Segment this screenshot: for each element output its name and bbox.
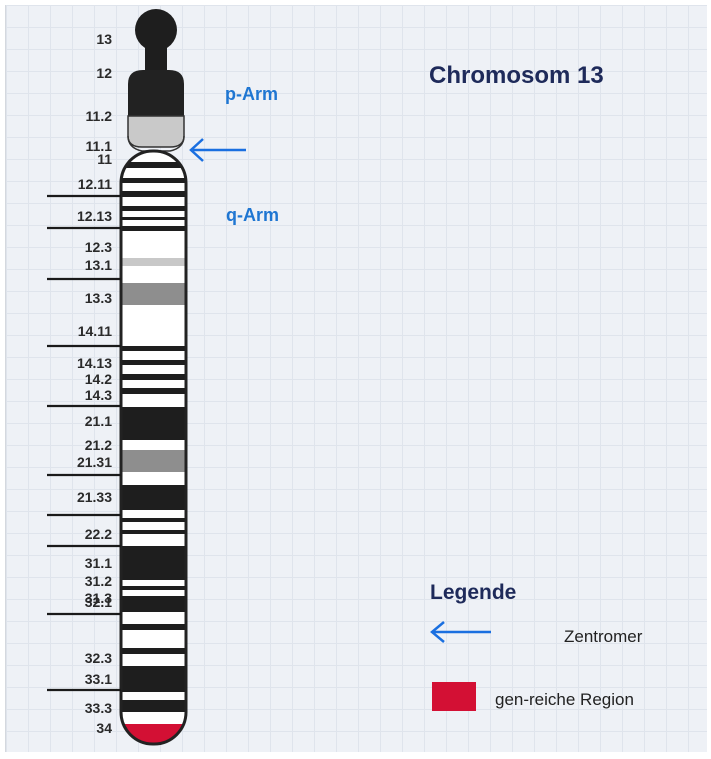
band-label: 22.2 [85,526,112,542]
chromosome-band [121,191,186,197]
p-arm-stalk [145,44,167,74]
chromosome-band [121,450,186,472]
band-label: 32.1 [85,594,112,610]
chromosome-band [121,217,186,220]
chromosome-band [121,586,186,590]
chromosome-band [121,346,186,351]
band-label: 21.1 [85,413,112,429]
chromosome-band [121,624,186,630]
p-arm-band-11-2 [128,70,184,116]
chromosome-band [121,485,186,510]
band-label: 13.1 [85,257,112,273]
legend-arrow-icon [432,622,491,642]
chromosome-band [121,666,186,692]
band-label: 12.3 [85,239,112,255]
q-arm-label: q-Arm [226,205,279,226]
band-label: 32.3 [85,650,112,666]
chromosome-band [121,360,186,365]
band-label: 14.11 [78,323,112,339]
p-arm-band-11-1 [128,116,184,147]
centromere-arrow-icon [191,139,246,161]
band-label: 13.3 [85,290,112,306]
band-label: 14.2 [85,371,112,387]
chromosome-band [121,648,186,654]
band-label: 13 [96,31,112,47]
band-label: 11.2 [86,108,113,124]
band-label: 31.1 [85,555,112,571]
chart-title: Chromosom 13 [429,62,604,90]
legend-title: Legende [430,581,516,605]
band-label: 12.13 [77,208,112,224]
chromosome-band [121,178,186,183]
band-label: 14.3 [85,387,112,403]
chromosome-band [121,283,186,305]
band-label: 21.31 [77,454,112,470]
band-label: 21.33 [77,489,112,505]
band-label: 31.2 [85,573,112,589]
chromosome-band [121,518,186,522]
chromosome-band [121,374,186,380]
band-label: 14.13 [77,355,112,371]
q-arm-body [121,151,186,744]
chromosome-band [121,162,186,168]
p-arm-label: p-Arm [225,84,278,105]
gene-rich-swatch [432,682,476,711]
legend-item-centromere-label: Zentromer [564,627,642,647]
band-label: 11 [97,151,112,167]
chromosome-band [121,407,186,440]
chromosome-band [121,206,186,211]
chromosome-band [121,388,186,394]
band-label: 12 [96,65,112,81]
band-label: 33.1 [85,671,112,687]
chromosome-band [121,546,186,580]
band-label: 12.11 [78,176,112,192]
chromosome-band [121,530,186,534]
chromosome-band [121,700,186,712]
chromosome-band [121,258,186,266]
chromosome-band [121,226,186,231]
band-label: 34 [96,720,112,736]
band-label: 21.2 [85,437,112,453]
legend-item-gene-rich-label: gen-reiche Region [495,690,634,710]
band-label: 33.3 [85,700,112,716]
chromosome-band [121,596,186,612]
